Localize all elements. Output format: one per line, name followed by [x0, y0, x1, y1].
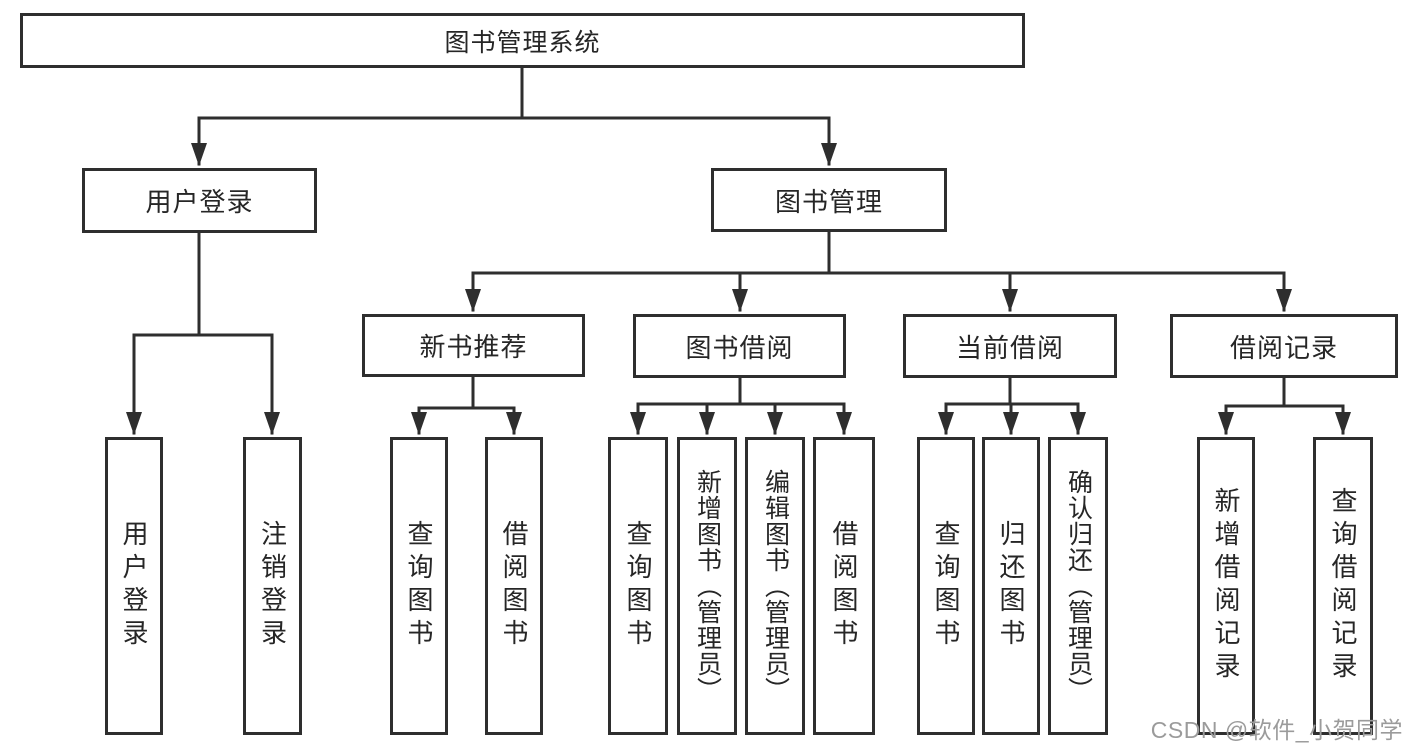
- node-label: 新增图书（管理员）: [693, 469, 722, 703]
- leaf-borrow-books-recommend: 借阅图书: [485, 437, 543, 735]
- node-library-management-system: 图书管理系统: [20, 13, 1025, 68]
- leaf-confirm-return-admin: 确认归还（管理员）: [1048, 437, 1108, 735]
- node-label: 用户登录: [119, 520, 149, 652]
- node-label: 当前借阅: [955, 332, 1064, 363]
- leaf-query-books-borrowing: 查询图书: [608, 437, 668, 735]
- node-label: 借阅记录: [1229, 332, 1338, 363]
- leaf-query-books-current: 查询图书: [917, 437, 975, 735]
- node-label: 查询图书: [404, 520, 434, 652]
- node-label: 编辑图书（管理员）: [761, 469, 790, 703]
- node-current-borrowing: 当前借阅: [903, 314, 1117, 378]
- node-label: 查询图书: [931, 520, 961, 652]
- csdn-watermark: CSDN @软件_小贺同学: [1150, 717, 1403, 743]
- leaf-return-books: 归还图书: [982, 437, 1040, 735]
- node-label: 新书推荐: [419, 332, 528, 362]
- leaf-edit-book-admin: 编辑图书（管理员）: [745, 437, 805, 735]
- node-label: 借阅图书: [829, 520, 859, 652]
- leaf-borrow-books-borrowing: 借阅图书: [813, 437, 875, 735]
- node-book-borrowing: 图书借阅: [633, 314, 846, 378]
- node-label: 确认归还（管理员）: [1064, 469, 1093, 703]
- node-label: 用户登录: [145, 187, 254, 217]
- leaf-add-borrow-record: 新增借阅记录: [1197, 437, 1255, 735]
- leaf-add-book-admin: 新增图书（管理员）: [677, 437, 737, 735]
- node-label: 图书管理系统: [444, 28, 601, 57]
- node-label: 查询图书: [623, 520, 653, 652]
- node-label: 借阅图书: [499, 520, 529, 652]
- node-borrowing-records: 借阅记录: [1170, 314, 1398, 378]
- node-book-management: 图书管理: [711, 168, 947, 232]
- leaf-user-login: 用户登录: [105, 437, 163, 735]
- node-label: 查询借阅记录: [1328, 487, 1358, 685]
- node-new-book-recommendation: 新书推荐: [362, 314, 585, 377]
- node-label: 归还图书: [996, 520, 1026, 652]
- node-user-login: 用户登录: [82, 168, 317, 233]
- node-label: 图书借阅: [685, 332, 794, 363]
- leaf-query-books-recommend: 查询图书: [390, 437, 448, 735]
- node-label: 新增借阅记录: [1211, 487, 1241, 685]
- node-label: 图书管理: [774, 186, 883, 217]
- node-label: 注销登录: [257, 520, 288, 652]
- leaf-query-borrow-record: 查询借阅记录: [1313, 437, 1373, 735]
- leaf-logout: 注销登录: [243, 437, 302, 735]
